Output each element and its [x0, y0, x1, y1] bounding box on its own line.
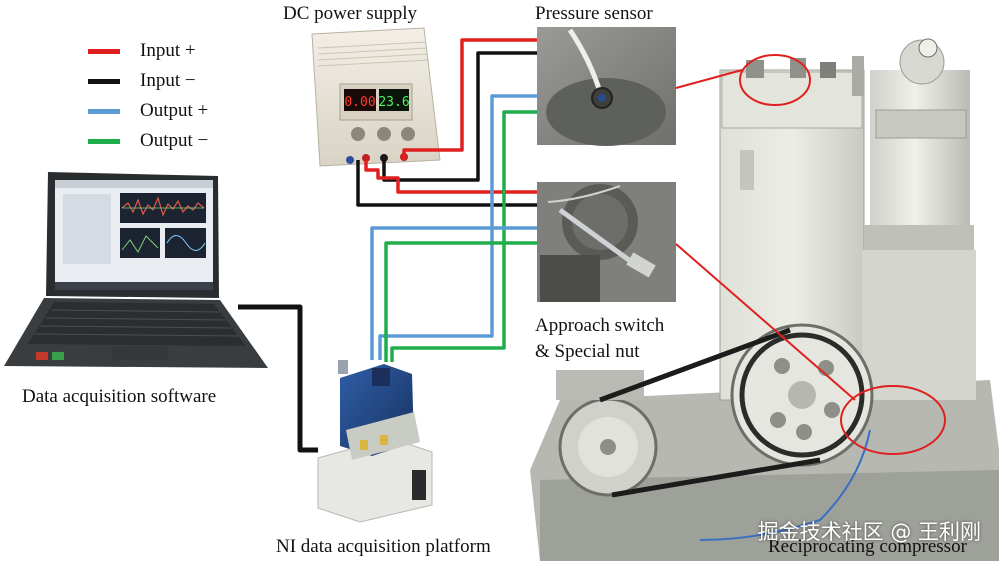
current-display: 23.6 [378, 95, 409, 110]
highlight-switch-location [840, 385, 946, 455]
legend-label: Input + [140, 40, 196, 61]
dc-power-supply-image: 0.00 23.6 [311, 27, 441, 167]
highlights [675, 54, 946, 455]
wire-output-plus-pressure [378, 94, 537, 360]
wire-input-plus-pressure [402, 38, 537, 160]
label-dc-power-supply: DC power supply [283, 3, 418, 24]
legend-label: Input − [140, 70, 196, 91]
legend-swatch-green [88, 138, 120, 144]
watermark: 掘金技术社区 @ 王利刚 [757, 520, 981, 544]
wire-output-plus-switch [370, 226, 537, 360]
voltage-display: 0.00 [344, 95, 375, 110]
approach-switch-photo [537, 182, 676, 302]
label-ni-platform: NI data acquisition platform [276, 536, 491, 557]
legend-item-input-plus: Input + [88, 36, 208, 66]
pressure-sensor-photo [537, 27, 676, 146]
wire-input-minus-pressure [382, 51, 537, 182]
connector-switch [675, 243, 856, 401]
legend-item-output-plus: Output + [88, 96, 208, 126]
wire-input-minus-switch [356, 160, 537, 207]
wiring [238, 38, 537, 453]
legend-item-input-minus: Input − [88, 66, 208, 96]
laptop-image [4, 172, 268, 368]
legend-swatch-black [88, 78, 120, 84]
label-data-acquisition-software: Data acquisition software [22, 386, 217, 407]
wire-output-minus-switch [384, 241, 537, 362]
label-reciprocating-compressor: Reciprocating compressor [768, 536, 967, 557]
legend-label: Output − [140, 130, 209, 151]
label-special-nut: & Special nut [535, 341, 640, 362]
legend-swatch-blue [88, 108, 120, 114]
legend-swatch-red [88, 48, 120, 54]
label-approach-switch: Approach switch [535, 315, 665, 336]
label-pressure-sensor: Pressure sensor [535, 3, 653, 24]
wire-output-minus-pressure [390, 110, 537, 362]
highlight-pressure-location [739, 54, 811, 106]
legend-item-output-minus: Output − [88, 126, 208, 156]
usb-cable [238, 304, 318, 453]
wire-input-plus-switch [364, 160, 537, 194]
connector-pressure [675, 69, 743, 89]
legend-label: Output + [140, 100, 209, 121]
wire-legend: Input + Input − Output + Output − [88, 36, 208, 156]
ni-platform-image [317, 360, 433, 523]
